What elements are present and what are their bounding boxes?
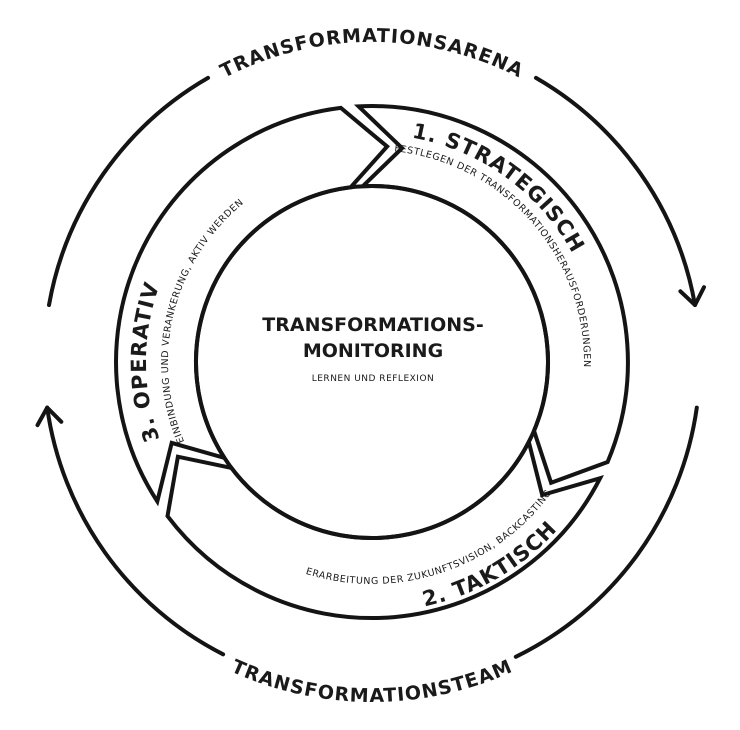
center-title-line1: TRANSFORMATIONS-: [262, 314, 483, 336]
arena-label: TRANSFORMATIONSARENA: [217, 25, 527, 83]
team-label: TRANSFORMATIONSTEAM: [228, 655, 515, 707]
arrow-down-icon: [678, 285, 706, 307]
outer-arc-bottom-left: [45, 405, 226, 657]
outer-arc-top-right: [534, 75, 697, 307]
monitoring-circle: [194, 184, 550, 540]
center-title-line2: MONITORING: [303, 340, 443, 362]
arena-label-text: TRANSFORMATIONSARENA: [217, 25, 526, 83]
team-label-text: TRANSFORMATIONSTEAM: [228, 655, 514, 707]
arrow-up-icon: [35, 405, 64, 428]
outer-arc-top-left: [47, 75, 210, 307]
center-subtitle: LERNEN UND REFLEXION: [312, 374, 435, 384]
outer-arc-bottom-right: [513, 405, 699, 659]
